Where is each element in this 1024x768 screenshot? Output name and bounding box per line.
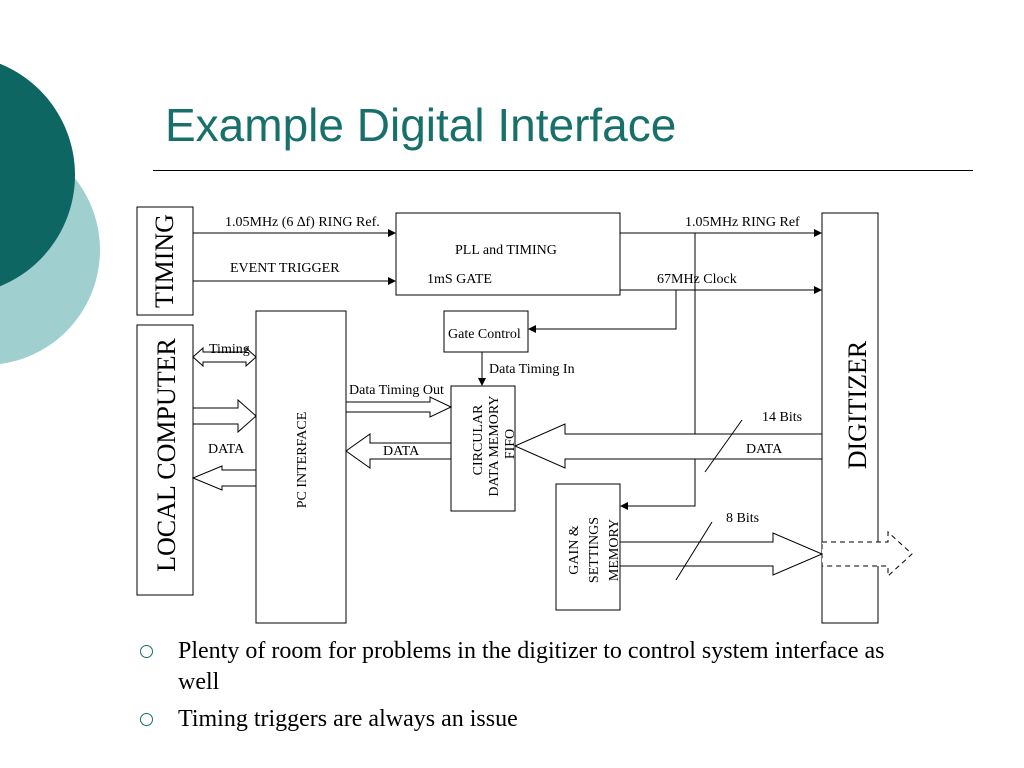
timing-double-arrow bbox=[192, 346, 257, 368]
data-memory-label: DATA MEMORY bbox=[487, 395, 502, 496]
event-trigger-label: EVENT TRIGGER bbox=[230, 261, 340, 276]
bullet-item: Timing triggers are always an issue bbox=[140, 704, 900, 735]
bits-14-label: 14 Bits bbox=[762, 410, 802, 425]
clock-67mhz-label: 67MHz Clock bbox=[657, 272, 737, 287]
circular-memory-block: CIRCULAR DATA MEMORY FIFO bbox=[450, 385, 518, 512]
ring-ref-out-label: 1.05MHz RING Ref bbox=[685, 215, 800, 230]
settings-label: SETTINGS bbox=[587, 517, 602, 583]
data-pc-label: DATA bbox=[208, 442, 245, 457]
gain-settings-block: GAIN & SETTINGS MEMORY bbox=[555, 483, 622, 611]
data-fifo-label: DATA bbox=[383, 444, 420, 459]
bullet-text: Timing triggers are always an issue bbox=[178, 706, 518, 732]
ring-ref-to-gain-line bbox=[620, 233, 696, 510]
digitizer-output-dashed-arrow bbox=[821, 530, 913, 578]
bullet-list: Plenty of room for problems in the digit… bbox=[140, 636, 900, 741]
slide-title: Example Digital Interface bbox=[165, 99, 677, 151]
data-timing-in-label: Data Timing In bbox=[489, 362, 575, 377]
clock-to-gate-line bbox=[528, 290, 677, 333]
gate-control-block bbox=[443, 310, 529, 353]
fifo-label: FIFO bbox=[503, 429, 518, 459]
pc-interface-label: PC INTERFACE bbox=[295, 412, 310, 509]
gate-1ms-label: 1mS GATE bbox=[427, 272, 492, 287]
fifo-to-pc-data-arrow bbox=[345, 433, 452, 469]
bits-8-label: 8 Bits bbox=[726, 511, 759, 526]
gain-label: GAIN & bbox=[567, 525, 582, 574]
timing-label: TIMING bbox=[150, 214, 179, 308]
memory-label: MEMORY bbox=[607, 519, 622, 581]
data-timing-out-arrow bbox=[345, 396, 453, 418]
local-computer-block: LOCAL COMPUTER bbox=[136, 324, 194, 596]
pll-timing-label: PLL and TIMING bbox=[455, 243, 557, 258]
pc-interface-block: PC INTERFACE bbox=[255, 310, 347, 624]
digitizer-label: DIGITIZER bbox=[843, 340, 872, 469]
bullet-text: Plenty of room for problems in the digit… bbox=[178, 638, 885, 695]
timing-signal-label: Timing bbox=[209, 342, 250, 357]
title-divider bbox=[153, 170, 973, 171]
circle-bullet-icon bbox=[140, 645, 153, 658]
pll-timing-block: PLL and TIMING bbox=[395, 212, 621, 296]
ring-ref-in-label: 1.05MHz (6 ∆f) RING Ref. bbox=[225, 215, 380, 230]
timing-block: TIMING bbox=[136, 206, 194, 316]
data-digitizer-label: DATA bbox=[746, 442, 783, 457]
gain-to-digitizer-arrow bbox=[619, 532, 824, 576]
digitizer-to-fifo-data-arrow bbox=[513, 423, 823, 469]
bullet-item: Plenty of room for problems in the digit… bbox=[140, 636, 900, 698]
computer-to-pc-arrow bbox=[192, 398, 257, 434]
pc-to-computer-data-arrow bbox=[191, 465, 257, 491]
gate-control-label: Gate Control bbox=[448, 327, 521, 342]
dark-teal-circle bbox=[0, 63, 75, 287]
circle-bullet-icon bbox=[140, 713, 153, 726]
slide-decoration bbox=[0, 63, 100, 364]
circular-label: CIRCULAR bbox=[471, 404, 486, 475]
bus-slash-14-bits bbox=[704, 419, 743, 473]
local-computer-label: LOCAL COMPUTER bbox=[152, 337, 181, 571]
data-timing-out-label: Data Timing Out bbox=[349, 383, 444, 398]
bus-slash-8-bits bbox=[675, 521, 713, 581]
